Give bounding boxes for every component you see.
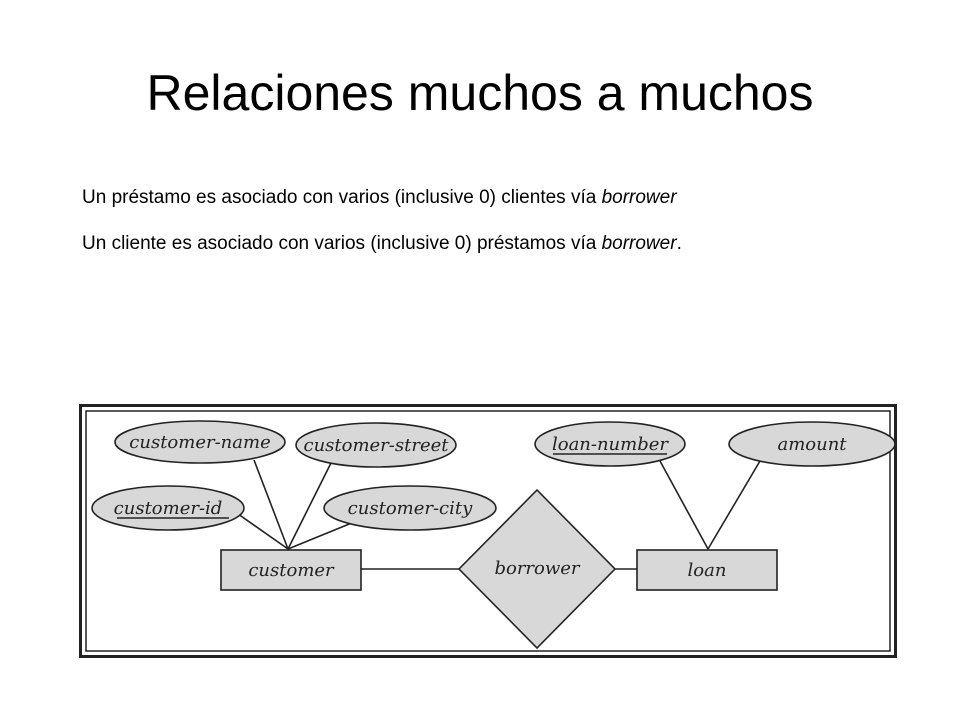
attribute-customer-name-label: customer-name xyxy=(129,432,270,453)
attribute-customer-street-label: customer-street xyxy=(303,435,449,456)
line-loan-number xyxy=(659,460,709,550)
line-amount xyxy=(707,460,761,550)
attribute-amount: amount xyxy=(728,421,896,467)
slide-title: Relaciones muchos a muchos xyxy=(146,65,814,121)
line-customer-name xyxy=(253,459,289,550)
attribute-customer-city: customer-city xyxy=(323,485,497,531)
bullet-text-2: Un cliente es asociado con varios (inclu… xyxy=(82,232,682,256)
bullet-1-emphasis: borrower xyxy=(601,187,677,208)
bullet-2-emphasis: borrower xyxy=(601,233,677,254)
bullet-text-1: Un préstamo es asociado con varios (incl… xyxy=(82,186,677,210)
entity-customer: customer xyxy=(220,549,362,591)
attribute-customer-id: customer-id xyxy=(91,485,245,531)
entity-customer-label: customer xyxy=(248,560,335,581)
attribute-customer-city-label: customer-city xyxy=(348,498,473,519)
entity-loan: loan xyxy=(636,549,778,591)
attribute-customer-id-label: customer-id xyxy=(114,498,223,519)
er-diagram: customer-name customer-street customer-i… xyxy=(79,404,897,658)
attribute-customer-name: customer-name xyxy=(114,420,286,464)
entity-loan-label: loan xyxy=(688,560,727,581)
attribute-customer-street: customer-street xyxy=(295,422,457,468)
attribute-amount-label: amount xyxy=(777,434,847,455)
diagram-frame-outer xyxy=(79,404,897,658)
line-customer-street xyxy=(287,462,332,550)
bullet-2-text: Un cliente es asociado con varios (inclu… xyxy=(82,233,602,254)
diagram-frame-inner xyxy=(85,410,891,652)
relationship-borrower: borrower xyxy=(457,488,617,650)
relationship-borrower-label: borrower xyxy=(494,558,580,579)
attribute-loan-number: loan-number xyxy=(534,421,686,467)
connector-lines xyxy=(230,459,761,570)
bullet-2-suffix: . xyxy=(676,233,682,254)
bullet-1-text: Un préstamo es asociado con varios (incl… xyxy=(82,187,602,208)
attribute-loan-number-label: loan-number xyxy=(552,434,669,455)
